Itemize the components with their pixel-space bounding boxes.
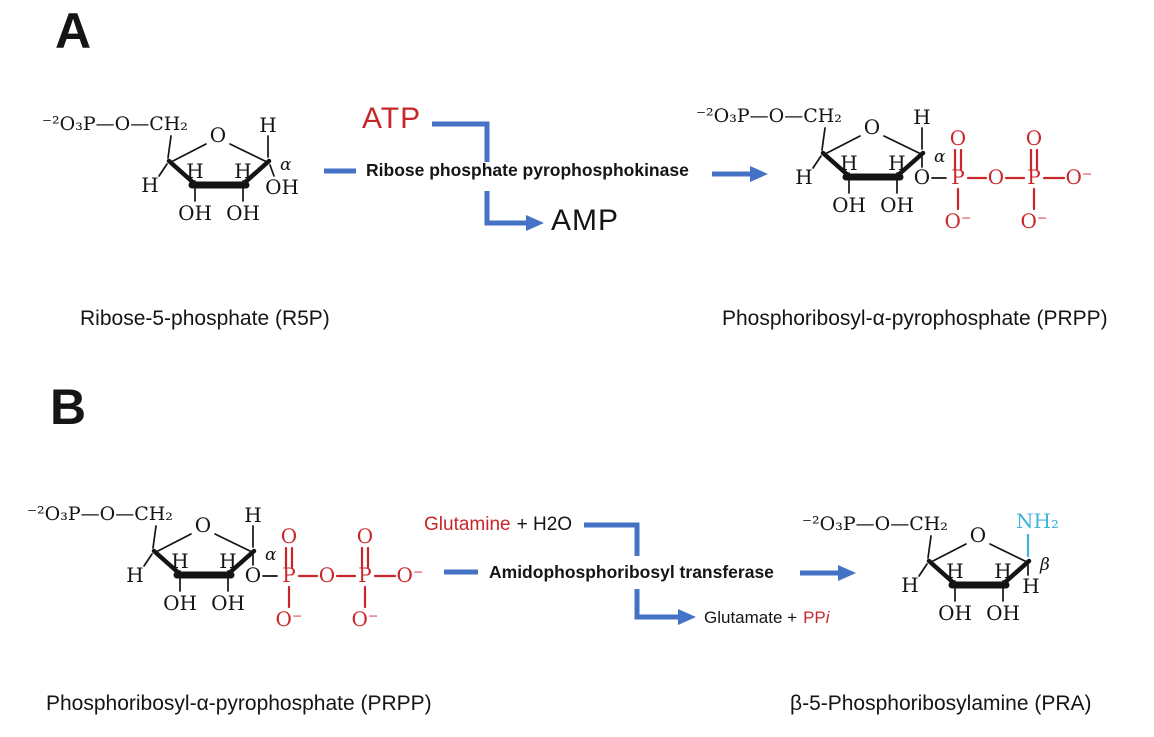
oxygen-minus-label: O⁻ xyxy=(352,607,379,631)
h-label: H xyxy=(901,573,918,597)
phosphorus-label: P xyxy=(951,165,964,189)
molecule-pra: ⁻²O₃P—O—CH₂ O NH₂ β H H H OH OH H xyxy=(802,509,1059,625)
molecule-ribose-5-phosphate: ⁻²O₃P—O—CH₂ O H α H H H OH OH OH xyxy=(42,113,299,225)
h-label: H xyxy=(171,549,188,573)
oh-label: OH xyxy=(163,591,197,615)
h-label: H xyxy=(1022,574,1039,598)
beta-label: β xyxy=(1039,555,1050,575)
h-label: H xyxy=(186,159,203,183)
amine-label: NH₂ xyxy=(1016,509,1059,533)
oxygen-label: O xyxy=(357,524,373,548)
phosphate-head-label: ⁻²O₃P—O—CH₂ xyxy=(42,113,188,135)
alpha-label: α xyxy=(280,155,292,175)
substrate-line: Glutamine+ H2O xyxy=(424,514,572,536)
molecule-prpp-a: ⁻²O₃P—O—CH₂ O H α H H H OH OH O P O O⁻ O… xyxy=(696,105,1093,233)
molecule-prpp-b: ⁻²O₃P—O—CH₂ O H α H H H OH OH O P O O⁻ O… xyxy=(27,503,424,631)
ring-oxygen-label: O xyxy=(970,523,986,547)
oh-label: OH xyxy=(265,175,299,199)
phosphate-head-label: ⁻²O₃P—O—CH₂ xyxy=(696,105,842,127)
cofactor-atp-label: ATP xyxy=(362,102,422,135)
phosphorus-label: P xyxy=(358,563,371,587)
phosphate-head-label: ⁻²O₃P—O—CH₂ xyxy=(27,503,173,525)
phosphorus-label: P xyxy=(282,563,295,587)
caption-prpp-b: Phosphoribosyl-α-pyrophosphate (PRPP) xyxy=(46,692,432,715)
caption-r5p: Ribose-5-phosphate (R5P) xyxy=(80,307,330,330)
oh-label: OH xyxy=(986,601,1020,625)
pyrophosphate-bonds xyxy=(953,148,1066,211)
linking-oxygen-label: O xyxy=(914,165,930,189)
oxygen-minus-label: O⁻ xyxy=(945,209,972,233)
bridge-oxygen-label: O xyxy=(988,165,1004,189)
h-label: H xyxy=(888,151,905,175)
ring-oxygen-label: O xyxy=(195,513,211,537)
phosphorus-label: P xyxy=(1027,165,1040,189)
h-label: H xyxy=(234,159,251,183)
ribose-ring-bonds xyxy=(918,535,1032,602)
h-label: H xyxy=(244,503,261,527)
ppi-italic-i: i xyxy=(825,608,830,627)
ring-oxygen-label: O xyxy=(210,123,226,147)
product-side-line: Glutamate + PPi xyxy=(704,608,830,628)
bridge-oxygen-label: O xyxy=(319,563,335,587)
reaction-a-arrow xyxy=(712,166,768,182)
oh-label: OH xyxy=(178,201,212,225)
phosphate-head-label: ⁻²O₃P—O—CH₂ xyxy=(802,513,948,535)
oh-label: OH xyxy=(832,193,866,217)
amp-connector-arrow xyxy=(484,191,544,231)
ppi-label: PPi xyxy=(803,608,830,627)
caption-prpp-a: Phosphoribosyl-α-pyrophosphate (PRPP) xyxy=(722,307,1108,330)
h-label: H xyxy=(946,559,963,583)
oxygen-minus-label: O⁻ xyxy=(276,607,303,631)
ribose-ring-bonds xyxy=(812,127,947,194)
oxygen-label: O xyxy=(1026,126,1042,150)
ring-oxygen-label: O xyxy=(864,115,880,139)
atp-connector-arrow xyxy=(432,121,490,162)
pyrophosphate-bonds xyxy=(284,546,397,609)
linking-oxygen-label: O xyxy=(245,563,261,587)
h-label: H xyxy=(913,105,930,129)
ribose-ring-bonds xyxy=(143,525,278,592)
alpha-label: α xyxy=(265,545,277,565)
h-label: H xyxy=(259,113,276,137)
glutamate-connector-arrow xyxy=(634,589,696,625)
water-label: + H2O xyxy=(516,514,573,535)
h-label: H xyxy=(219,549,236,573)
glutamine-connector-arrow xyxy=(584,522,640,556)
reaction-b-arrow xyxy=(800,565,856,581)
panel-b-label: B xyxy=(50,379,87,435)
oxygen-label: O xyxy=(950,126,966,150)
oh-label: OH xyxy=(938,601,972,625)
oh-label: OH xyxy=(226,201,260,225)
enzyme-a-label: Ribose phosphate pyrophosphokinase xyxy=(366,160,689,180)
alpha-label: α xyxy=(934,147,946,167)
ribose-ring-bonds xyxy=(158,135,275,202)
cofactor-amp-label: AMP xyxy=(551,204,620,237)
h-label: H xyxy=(126,563,143,587)
panel-a-label: A xyxy=(55,3,92,59)
oxygen-minus-label: O⁻ xyxy=(1066,165,1093,189)
h-label: H xyxy=(994,559,1011,583)
h-label: H xyxy=(795,165,812,189)
h-label: H xyxy=(840,151,857,175)
oh-label: OH xyxy=(880,193,914,217)
oh-label: OH xyxy=(211,591,245,615)
oxygen-label: O xyxy=(281,524,297,548)
glutamine-label: Glutamine xyxy=(424,514,511,535)
enzyme-b-label: Amidophosphoribosyl transferase xyxy=(489,562,774,582)
caption-pra: β-5-Phosphoribosylamine (PRA) xyxy=(790,692,1092,715)
oxygen-minus-label: O⁻ xyxy=(1021,209,1048,233)
glutamate-label: Glutamate + xyxy=(704,608,798,627)
h-label: H xyxy=(141,173,158,197)
oxygen-minus-label: O⁻ xyxy=(397,563,424,587)
